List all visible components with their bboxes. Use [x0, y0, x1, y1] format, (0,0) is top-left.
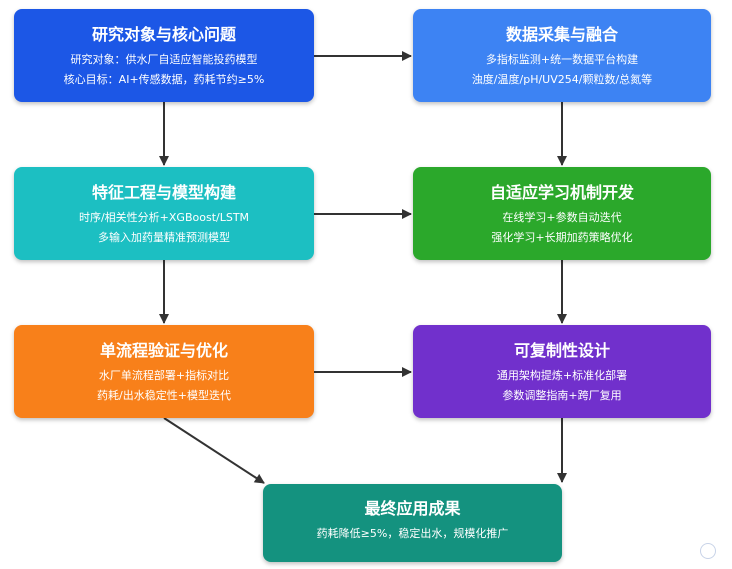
node-line: 多输入加药量精准预测模型 [98, 231, 230, 244]
watermark-logo-icon [700, 543, 716, 559]
node-research-object: 研究对象与核心问题 研究对象：供水厂自适应智能投药模型 核心目标：AI+传感数据… [14, 9, 314, 102]
node-title: 可复制性设计 [513, 341, 610, 360]
node-line: 水厂单流程部署+指标对比 [98, 369, 230, 382]
node-line: 多指标监测+统一数据平台构建 [485, 53, 639, 66]
node-adaptive-learning: 自适应学习机制开发 在线学习+参数自动迭代 强化学习+长期加药策略优化 [413, 167, 711, 260]
watermark [700, 543, 720, 559]
node-title: 自适应学习机制开发 [489, 183, 634, 202]
node-title: 最终应用成果 [364, 499, 461, 518]
node-line: 强化学习+长期加药策略优化 [491, 231, 633, 244]
node-line: 在线学习+参数自动迭代 [502, 211, 622, 224]
node-title: 特征工程与模型构建 [91, 183, 236, 202]
node-title: 数据采集与融合 [505, 25, 618, 44]
node-replicability-design: 可复制性设计 通用架构提炼+标准化部署 参数调整指南+跨厂复用 [413, 325, 711, 418]
node-feature-engineering: 特征工程与模型构建 时序/相关性分析+XGBoost/LSTM 多输入加药量精准… [14, 167, 314, 260]
node-final-outcome: 最终应用成果 药耗降低≥5%，稳定出水，规模化推广 [263, 484, 562, 562]
node-line: 药耗降低≥5%，稳定出水，规模化推广 [316, 527, 509, 540]
node-line: 核心目标：AI+传感数据，药耗节约≥5% [63, 73, 265, 86]
edge-n5-n7 [163, 417, 265, 484]
node-line: 参数调整指南+跨厂复用 [502, 389, 622, 402]
node-data-collection: 数据采集与融合 多指标监测+统一数据平台构建 浊度/温度/pH/UV254/颗粒… [413, 9, 711, 102]
node-line: 药耗/出水稳定性+模型迭代 [97, 389, 231, 402]
node-line: 研究对象：供水厂自适应智能投药模型 [70, 53, 258, 66]
node-line: 时序/相关性分析+XGBoost/LSTM [78, 211, 250, 224]
node-line: 通用架构提炼+标准化部署 [496, 369, 628, 382]
node-title: 研究对象与核心问题 [91, 25, 236, 44]
node-process-validation: 单流程验证与优化 水厂单流程部署+指标对比 药耗/出水稳定性+模型迭代 [14, 325, 314, 418]
node-line: 浊度/温度/pH/UV254/颗粒数/总氮等 [471, 73, 653, 86]
node-title: 单流程验证与优化 [99, 341, 228, 360]
